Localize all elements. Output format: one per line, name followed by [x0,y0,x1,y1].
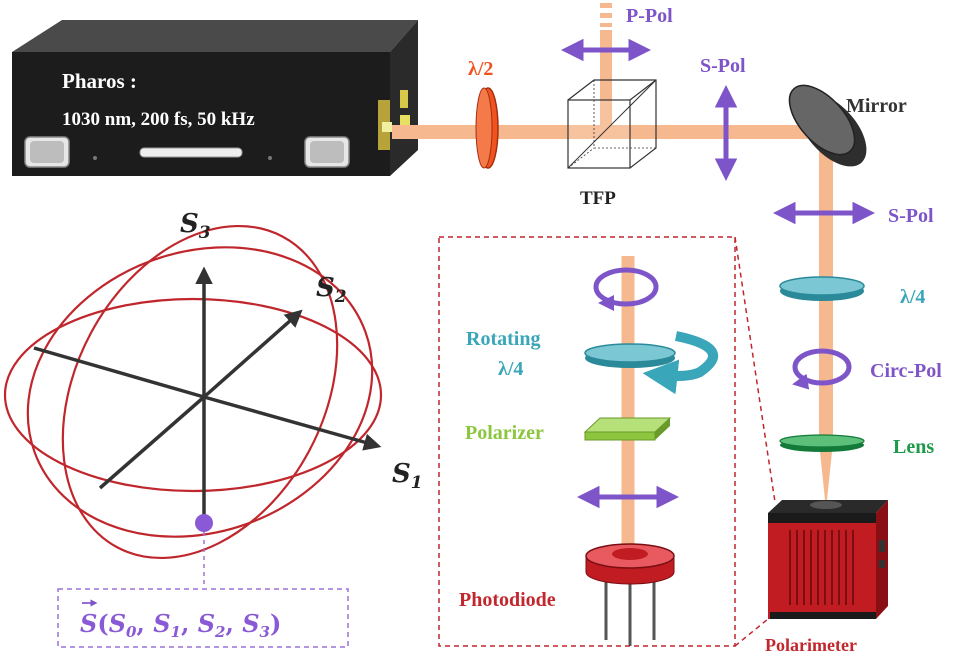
lens-label: Lens [893,436,934,458]
rotating-quarter-wave-plate [584,331,718,395]
laser-top-face [12,20,418,52]
polarizer [583,417,672,441]
inset-circ-pol-icon [593,267,659,307]
quarter-wave-plate-label: λ/4 [900,286,925,308]
rotating-label-line2: λ/4 [498,358,523,380]
half-wave-plate-label: λ/2 [468,58,493,80]
s3-label: S3 [180,209,211,243]
polarimeter-inset-box [438,236,776,647]
polarimeter-label: Polarimeter [765,635,857,655]
photodiode [585,543,675,646]
tfp-label: TFP [580,188,616,209]
s-pol-top-label: S-Pol [700,55,746,77]
laser-specs: 1030 nm, 200 fs, 50 kHz [62,109,255,130]
s2-axis-neg [98,395,206,490]
s2-axis [202,309,303,399]
quarter-wave-plate: λ/4 [779,276,925,308]
lens: Lens [779,434,934,458]
s-pol-right-label: S-Pol [888,205,934,227]
sphere-meridian-2 [61,224,339,560]
polarimeter: Polarimeter [765,500,888,655]
poincare-sphere: S3 S2 S1 [3,209,423,588]
s1-label: S1 [392,459,423,493]
stokes-point [195,514,213,532]
circ-pol-icon: Circ-Pol [792,348,942,390]
laser-source: Pharos : 1030 nm, 200 fs, 50 kHz [12,20,418,176]
rotating-label-line1: Rotating [466,328,540,350]
laser-vent-slot [139,147,243,158]
half-wave-plate: λ/2 [468,58,499,169]
stokes-vector-box: S(S0, S1, S2, S3) [57,588,349,648]
mirror: Mirror [788,84,907,167]
polarimeter-inset: Rotating λ/4 Polarizer Photodiode [459,256,718,646]
stokes-vector-label: S(S0, S1, S2, S3) [80,609,281,641]
photodiode-label: Photodiode [459,589,556,611]
rotation-arrow-icon [642,331,718,395]
s1-axis-neg [33,346,205,399]
s1-axis [203,395,382,451]
polarimeter-body [768,513,876,619]
polarizer-label: Polarizer [465,422,544,444]
thin-film-polarizer [567,79,657,169]
p-pol-label: P-Pol [626,5,673,27]
beam-focus-cone [819,442,833,500]
sphere-equator [3,297,383,493]
s2-label: S2 [316,273,347,307]
mirror-label: Mirror [846,95,907,117]
laser-name: Pharos : [62,69,137,93]
circ-pol-label: Circ-Pol [870,360,942,382]
